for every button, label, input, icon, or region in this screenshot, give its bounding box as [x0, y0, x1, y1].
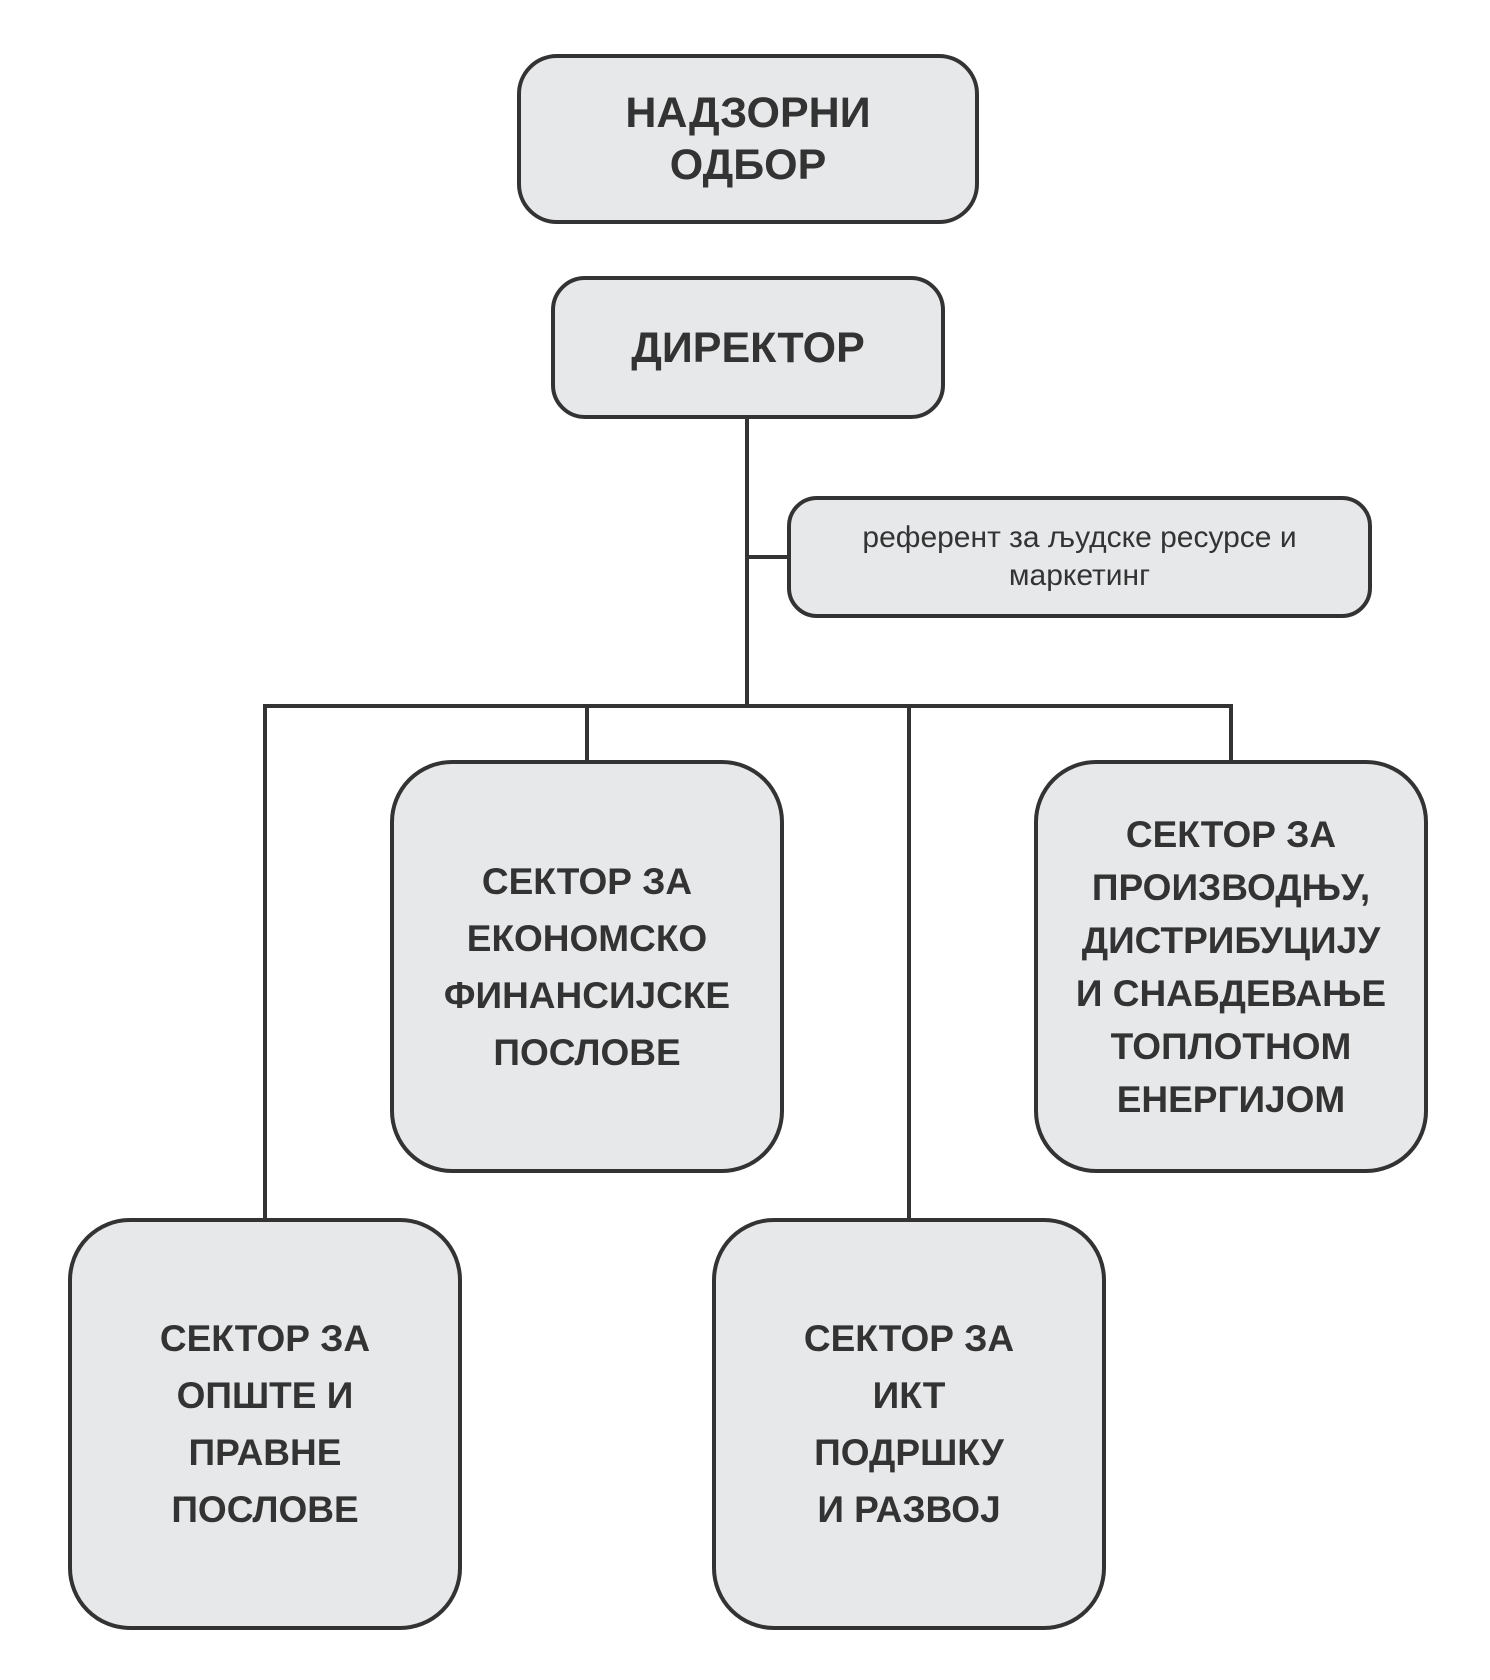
node-general-legal-sector: СЕКТОР ЗА ОПШТЕ И ПРАВНЕ ПОСЛОВЕ: [68, 1218, 462, 1630]
node-production-distribution-sector: СЕКТОР ЗА ПРОИЗВОДЊУ, ДИСТРИБУЦИЈУ И СНА…: [1034, 760, 1428, 1173]
node-director: ДИРЕКТОР: [551, 276, 945, 419]
node-economic-financial-sector: СЕКТОР ЗА ЕКОНОМСКО ФИНАНСИЈСКЕ ПОСЛОВЕ: [390, 760, 784, 1173]
node-supervisory-board: НАДЗОРНИ ОДБОР: [517, 54, 979, 224]
node-production-distribution-sector-label: СЕКТОР ЗА ПРОИЗВОДЊУ, ДИСТРИБУЦИЈУ И СНА…: [1075, 813, 1387, 1120]
node-supervisory-board-label: НАДЗОРНИ ОДБОР: [625, 89, 871, 189]
node-general-legal-sector-label: СЕКТОР ЗА ОПШТЕ И ПРАВНЕ ПОСЛОВЕ: [159, 1318, 371, 1530]
node-economic-financial-sector-label: СЕКТОР ЗА ЕКОНОМСКО ФИНАНСИЈСКЕ ПОСЛОВЕ: [443, 860, 731, 1073]
node-ict-support-sector-label: СЕКТОР ЗА ИКТ ПОДРШКУ И РАЗВОЈ: [803, 1318, 1015, 1530]
node-hr-marketing-officer-label: референт за људске ресурсе и маркетинг: [862, 521, 1297, 592]
node-hr-marketing-officer: референт за људске ресурсе и маркетинг: [787, 496, 1372, 618]
node-ict-support-sector: СЕКТОР ЗА ИКТ ПОДРШКУ И РАЗВОЈ: [712, 1218, 1106, 1630]
node-director-label: ДИРЕКТОР: [631, 323, 865, 372]
